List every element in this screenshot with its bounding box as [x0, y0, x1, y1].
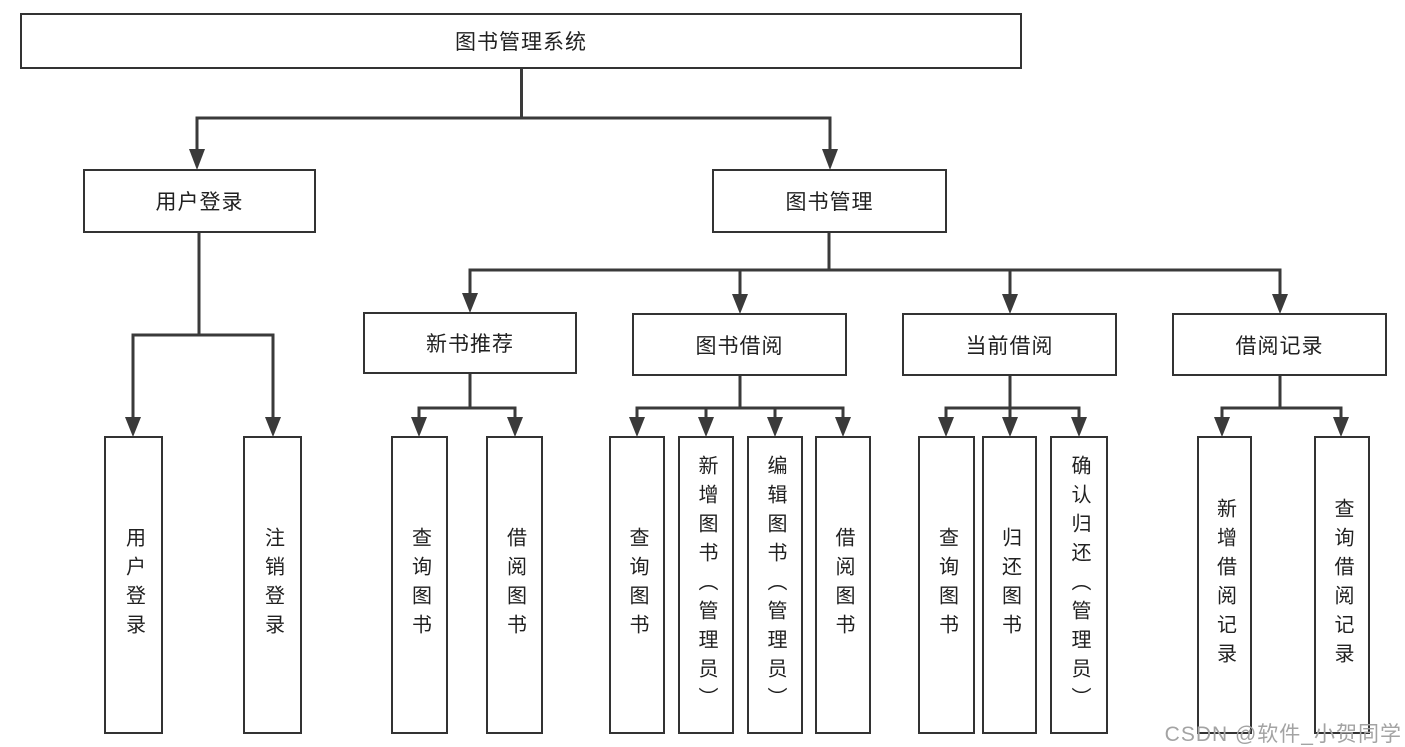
leaf-label: 借阅图书 [832, 527, 854, 643]
node-book-management-label: 图书管理 [785, 191, 874, 214]
node-root-label: 图书管理系统 [455, 31, 587, 54]
node-root-system: 图书管理系统 [20, 13, 1022, 69]
leaf-borrow-books-recommend: 借阅图书 [486, 436, 543, 734]
leaf-label: 查询借阅记录 [1331, 498, 1353, 672]
leaf-edit-books-admin: 编辑图书（管理员） [747, 436, 803, 734]
leaf-label: 查询图书 [626, 527, 648, 643]
csdn-watermark: CSDN @软件_小贺同学 [1164, 723, 1402, 746]
leaf-label: 注销登录 [261, 527, 284, 643]
leaf-confirm-return-admin: 确认归还（管理员） [1050, 436, 1108, 734]
leaf-logout: 注销登录 [243, 436, 302, 734]
node-user-login-label: 用户登录 [155, 191, 244, 214]
leaf-query-books-current: 查询图书 [918, 436, 975, 734]
leaf-query-books-borrow: 查询图书 [609, 436, 665, 734]
leaf-add-books-admin: 新增图书（管理员） [678, 436, 734, 734]
leaf-return-books: 归还图书 [982, 436, 1037, 734]
leaf-label: 借阅图书 [503, 527, 526, 643]
leaf-borrow-books: 借阅图书 [815, 436, 871, 734]
leaf-label: 编辑图书（管理员） [764, 454, 786, 716]
leaf-label: 用户登录 [122, 527, 145, 643]
leaf-label: 归还图书 [998, 527, 1021, 643]
node-book-management: 图书管理 [712, 169, 947, 233]
leaf-label: 新增借阅记录 [1213, 498, 1236, 672]
leaf-query-borrow-record: 查询借阅记录 [1314, 436, 1370, 734]
node-book-borrow-label: 图书借阅 [695, 334, 784, 358]
node-current-borrow-label: 当前借阅 [965, 334, 1054, 358]
leaf-label: 查询图书 [935, 527, 958, 643]
leaf-label: 查询图书 [408, 527, 431, 643]
node-new-book-recommend-label: 新书推荐 [426, 333, 514, 356]
node-user-login: 用户登录 [83, 169, 316, 233]
node-borrow-records-label: 借阅记录 [1235, 334, 1324, 358]
node-book-borrow: 图书借阅 [632, 313, 847, 376]
node-new-book-recommend: 新书推荐 [363, 312, 577, 374]
leaf-add-borrow-record: 新增借阅记录 [1197, 436, 1252, 734]
leaf-label: 新增图书（管理员） [695, 454, 717, 716]
node-current-borrow: 当前借阅 [902, 313, 1117, 376]
leaf-user-login: 用户登录 [104, 436, 163, 734]
node-borrow-records: 借阅记录 [1172, 313, 1387, 376]
leaf-query-books-recommend: 查询图书 [391, 436, 448, 734]
leaf-label: 确认归还（管理员） [1068, 454, 1090, 716]
